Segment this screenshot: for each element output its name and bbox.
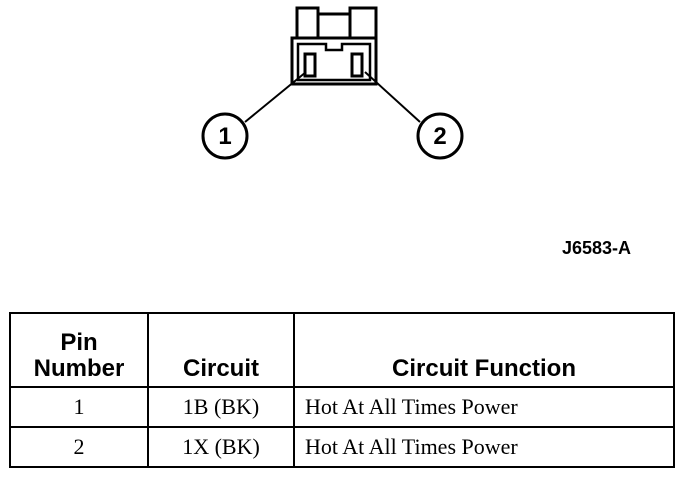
cell-pin: 1 [9,386,149,428]
cell-function: Hot At All Times Power [293,386,675,428]
connector-diagram: 1 2 [201,6,464,160]
table-row: 2 1X (BK) Hot At All Times Power [9,426,675,468]
header-pin-line1: Pin [60,329,98,356]
terminal-pin-1 [303,52,317,78]
header-circuit: Circuit [147,312,295,388]
cell-circuit: 1X (BK) [147,426,295,468]
connector-body [290,6,378,86]
leader-line-2 [364,71,421,123]
cell-function: Hot At All Times Power [293,426,675,468]
pin-table: Pin Number Circuit Circuit Function 1 1B… [9,312,675,468]
callout-label-2: 2 [433,123,446,150]
header-pin-number: Pin Number [9,312,149,388]
figure-id: J6583-A [562,238,632,258]
header-pin-line2: Number [33,355,125,382]
table-row: 1 1B (BK) Hot At All Times Power [9,386,675,428]
header-circuit-function: Circuit Function [293,312,675,388]
terminal-pin-2 [350,52,364,78]
callout-pin-1: 1 [201,112,249,160]
cell-circuit: 1B (BK) [147,386,295,428]
callout-label-1: 1 [218,123,231,150]
cell-pin: 2 [9,426,149,468]
callout-pin-2: 2 [416,112,464,160]
table-header-row: Pin Number Circuit Circuit Function [9,312,675,388]
leader-line-1 [244,71,307,123]
